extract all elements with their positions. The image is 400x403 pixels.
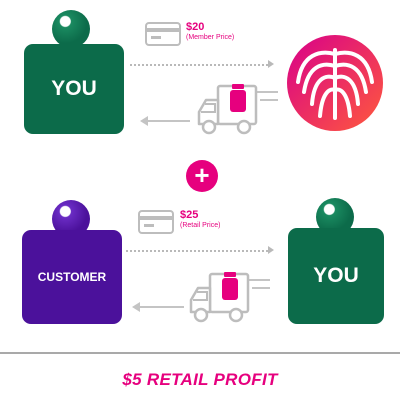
customer-tag: CUSTOMER xyxy=(22,200,122,325)
delivery-truck-icon xyxy=(189,272,270,323)
arrow-left-icon xyxy=(140,116,148,126)
product-bottle-icon xyxy=(222,272,238,300)
you-tag-top-body: YOU xyxy=(24,44,124,134)
customer-tag-body: CUSTOMER xyxy=(22,230,122,324)
divider xyxy=(0,352,400,354)
credit-card-icon xyxy=(138,210,174,234)
arrow-right-icon xyxy=(268,246,274,254)
return-arrow-line xyxy=(140,306,184,308)
dotted-arrow-line xyxy=(130,64,268,66)
member-price: $20 xyxy=(186,21,205,33)
you-tag-top: YOU xyxy=(24,10,124,135)
member-price-note: (Member Price) xyxy=(186,34,235,41)
credit-card-icon xyxy=(145,22,181,46)
product-bottle-icon xyxy=(230,84,246,112)
you-tag-bottom: YOU xyxy=(288,198,384,324)
retail-price: $25 xyxy=(180,209,199,221)
arrow-left-icon xyxy=(132,302,140,312)
company-logo xyxy=(287,35,383,131)
retail-profit-text: $5 RETAIL PROFIT xyxy=(122,370,278,389)
you-tag-top-label: YOU xyxy=(51,77,97,100)
delivery-truck-icon xyxy=(197,84,278,135)
retail-price-note: (Retail Price) xyxy=(180,222,221,229)
tag-knob xyxy=(52,10,90,48)
plus-badge: + xyxy=(186,160,218,192)
arrow-right-icon xyxy=(268,60,274,68)
dotted-arrow-line xyxy=(126,250,268,252)
you-tag-bottom-label: YOU xyxy=(313,264,359,287)
you-tag-bottom-body: YOU xyxy=(288,228,384,324)
customer-tag-label: CUSTOMER xyxy=(37,270,107,284)
plus-sign: + xyxy=(194,160,210,190)
return-arrow-line xyxy=(148,120,190,122)
